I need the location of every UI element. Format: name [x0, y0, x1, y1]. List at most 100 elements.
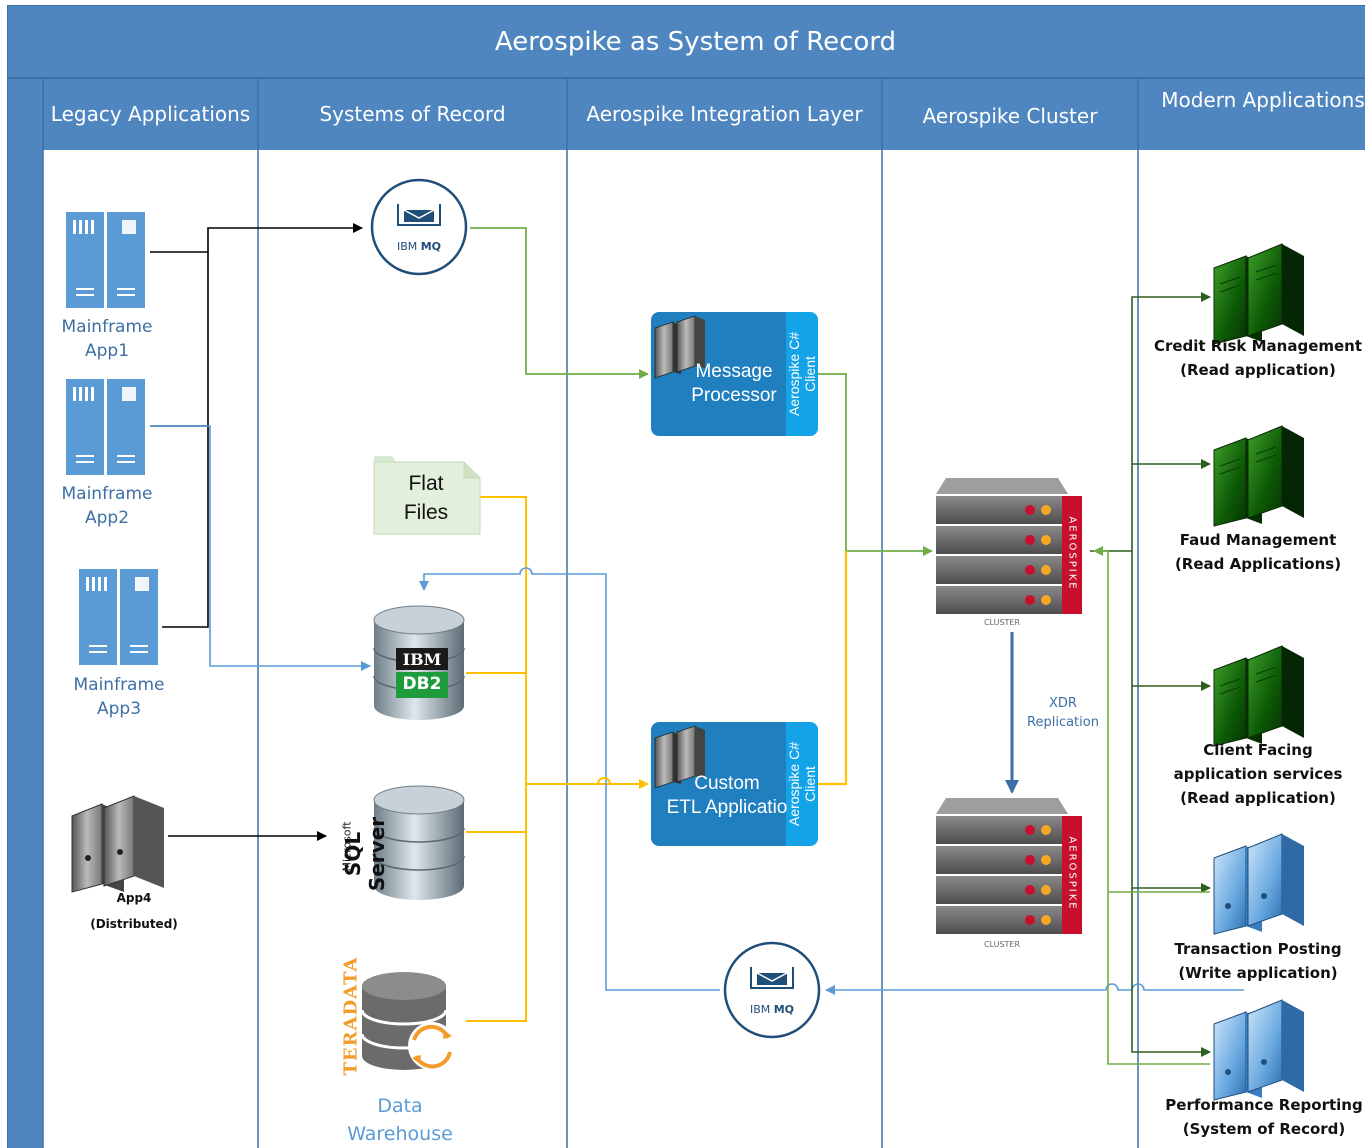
xdr-replication-label: XDR Replication [1018, 694, 1108, 732]
label-line: (Read Applications) [1174, 555, 1342, 573]
green-server-pair-icon [1213, 425, 1304, 527]
ibm-mq-icon [370, 178, 468, 276]
etl-client-label: Aerospike C#Client [786, 724, 818, 844]
mainframe-icon [66, 379, 145, 475]
connector-app1-mq [150, 223, 363, 253]
db2-brand-label: IBM [402, 650, 442, 669]
transaction-posting-label: Transaction Posting (Write application) [1150, 937, 1365, 985]
performance-reporting-label: Performance Reporting (System of Record) [1156, 1093, 1365, 1141]
diagram-title: Aerospike as System of Record [494, 27, 897, 57]
mainframe-icon [79, 569, 158, 665]
label-line: Data [377, 1095, 423, 1117]
column-header-legacy: Legacy Applications [50, 102, 251, 126]
app4-label: App4(Distributed) [70, 885, 198, 937]
connector-app3-mq [162, 426, 209, 628]
mainframe-icon [66, 212, 145, 308]
label-line: Performance Reporting [1165, 1096, 1363, 1114]
label-line: XDR [1049, 696, 1077, 711]
label-line: (Read application) [1180, 789, 1336, 807]
label-line: Files [403, 501, 449, 524]
label-line: Warehouse [347, 1123, 453, 1145]
blue-server-pair-icon [1213, 833, 1304, 935]
db2-database-icon [373, 605, 465, 720]
connector-app2-db2 [150, 425, 371, 671]
label-line: Client Facing [1203, 741, 1313, 759]
blue-server-pair-icon [1213, 999, 1304, 1101]
aerospike-cluster-icon [936, 798, 1082, 934]
label-line: (Read application) [1180, 361, 1336, 379]
label-line: App4 [116, 891, 152, 905]
label-line: application services [1173, 765, 1343, 783]
label-line: IBM [749, 1003, 771, 1016]
label-line: Credit Risk Management [1153, 337, 1363, 355]
server-pair-icon [71, 795, 164, 893]
ibm-mq-icon [723, 941, 821, 1039]
aerospike-vertical-label-2: AEROSPIKE [1066, 836, 1078, 911]
cluster-caption-1: CLUSTER [983, 618, 1021, 627]
label-line: Processor [691, 385, 777, 406]
label-line: MQ [420, 240, 442, 253]
label-line: Client [802, 356, 818, 392]
label-line: App1 [84, 341, 130, 361]
aerospike-cluster-icon [936, 478, 1082, 614]
credit-risk-label: Credit Risk Management (Read application) [1150, 334, 1365, 382]
teradata-icon [360, 972, 456, 1070]
connector-flatfiles-etl [480, 496, 649, 789]
label-line: Replication [1027, 715, 1099, 730]
connector-msgproc-cluster [818, 373, 933, 556]
label-line: (Write application) [1178, 964, 1338, 982]
column-header-integration: Aerospike Integration Layer [586, 102, 863, 126]
label-line: Mainframe [73, 675, 165, 695]
title-bar [8, 6, 1365, 78]
swimlane-frame [7, 5, 1365, 1148]
label-line: (System of Record) [1182, 1120, 1346, 1138]
label-line: ETL Applicatio [666, 797, 788, 818]
label-line: MQ [773, 1003, 795, 1016]
connector-writeapps-cluster [1093, 546, 1210, 1065]
ibm-mq-bottom-label: IBM MQ [733, 1003, 811, 1016]
connector-mq-msgproc [470, 227, 649, 379]
column-header-modern: Modern Applications [1161, 88, 1365, 112]
server-pair-icon [654, 315, 705, 379]
aerospike-vertical-label-1: AEROSPIKE [1066, 516, 1078, 591]
label-line: Aerospike C# [786, 741, 802, 827]
column-header-cluster: Aerospike Cluster [922, 104, 1098, 128]
green-server-pair-icon [1213, 243, 1304, 345]
connector-mq2-db2 [419, 567, 720, 991]
sql-server-product-label: SQL Server [341, 816, 389, 892]
connector-cluster-readapps [1090, 292, 1211, 552]
label-line: IBM [396, 240, 418, 253]
label-line: Message [695, 361, 773, 382]
label-line: App3 [96, 699, 142, 719]
connector-etl-cluster [818, 551, 848, 786]
left-band [8, 78, 43, 1148]
server-pair-icon [654, 725, 705, 789]
label-line: Faud Management [1179, 531, 1337, 549]
label-line: Aerospike C# [786, 331, 802, 417]
teradata-label: TERADATA [340, 956, 362, 1076]
green-server-pair-icon [1213, 645, 1304, 747]
label-line: App2 [84, 508, 130, 528]
label-line: Mainframe [61, 317, 153, 337]
label-line: Custom [694, 773, 760, 794]
label-line: Transaction Posting [1174, 940, 1342, 958]
ibm-mq-top-label: IBM MQ [380, 240, 458, 253]
connectors [150, 223, 1244, 1065]
client-facing-label: Client Facing application services (Read a… [1150, 738, 1365, 810]
label-line: Flat [408, 472, 444, 495]
msgproc-client-label: Aerospike C#Client [786, 314, 818, 434]
label-line: Client [802, 766, 818, 802]
label-line: Mainframe [61, 484, 153, 504]
cluster-caption-2: CLUSTER [983, 940, 1021, 949]
flat-files-icon [373, 456, 481, 535]
sql-server-database-icon [373, 785, 465, 900]
connector-teradata-etl [466, 784, 527, 1022]
